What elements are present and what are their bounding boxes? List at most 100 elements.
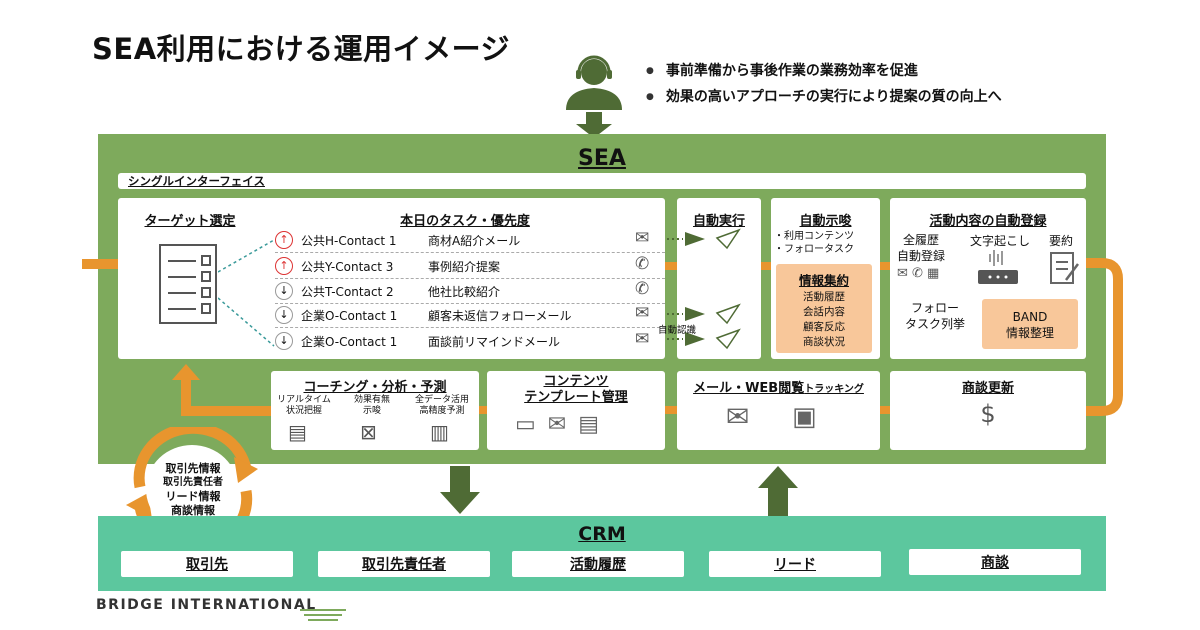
logo-mark	[300, 609, 346, 621]
info-item: 商談状況	[803, 336, 845, 348]
dollar-icon: $	[980, 400, 996, 428]
analytics-icon: ▥	[430, 420, 449, 444]
coaching-panel	[271, 371, 479, 450]
cycle-item: 取引先情報	[165, 462, 221, 475]
crm-object-activities[interactable]: 活動履歴	[512, 551, 684, 577]
task-row[interactable]: ↑ 公共H-Contact 1 商材A紹介メール ✉	[275, 228, 665, 253]
deal-update-panel	[890, 371, 1086, 450]
mail-icon: ✉	[635, 303, 650, 323]
task-name: 商材A紹介メール	[428, 234, 521, 248]
coaching-item: リアルタイム 状況把握	[277, 395, 331, 416]
benefit-list: 事前準備から事後作業の業務効率を促進 効果の高いアプローチの実行により提案の質の…	[646, 58, 1002, 110]
contact-name: 公共Y-Contact 3	[301, 260, 394, 274]
crm-object-label: リード	[774, 557, 816, 573]
up-flow-arrow	[172, 364, 200, 412]
content-title: コンテンツ テンプレート管理	[524, 374, 628, 405]
deal-update-title: 商談更新	[961, 381, 1014, 396]
priority-up-icon: ↑	[275, 231, 293, 249]
coaching-item: 全データ活用 高精度予測	[414, 395, 469, 416]
template-icons: ▭✉▤	[515, 412, 612, 437]
flow-loop	[1086, 258, 1123, 416]
cycle-item: リード情報	[165, 490, 221, 503]
contact-name: 公共T-Contact 2	[301, 285, 394, 299]
transcribe-label: 文字起こし	[970, 234, 1031, 248]
suggest-item: ・利用コンテンツ	[774, 231, 854, 242]
target-selection-title: ターゲット選定	[144, 214, 236, 229]
auto-exec-panel	[677, 198, 761, 359]
priority-up-icon: ↑	[275, 257, 293, 275]
strategy-icon: ⊠	[360, 420, 377, 444]
flow-line	[761, 262, 771, 270]
sync-down-arrow	[440, 466, 480, 514]
flow-line	[479, 406, 487, 414]
auto-exec-title: 自動実行	[692, 214, 745, 229]
gantt-icon: ▤	[288, 420, 307, 444]
crm-object-label: 取引先責任者	[362, 557, 446, 573]
band-label: BAND 情報整理	[1005, 310, 1054, 340]
info-item: 顧客反応	[803, 321, 845, 333]
crm-object-contacts[interactable]: 取引先責任者	[318, 551, 490, 577]
coaching-title: コーチング・分析・予測	[303, 380, 447, 395]
phone-icon: ✆	[635, 254, 650, 274]
info-item: 会話内容	[803, 306, 845, 318]
send-arrows	[667, 228, 741, 350]
tasks-title: 本日のタスク・優先度	[400, 214, 530, 229]
contact-name: 企業O-Contact 1	[301, 309, 398, 323]
flow-line	[665, 406, 677, 414]
cycle-item: 商談情報	[171, 504, 215, 517]
task-name: 顧客未返信フォローメール	[428, 309, 572, 323]
cycle-list: 取引先情報 取引先責任者 リード情報 商談情報	[138, 462, 248, 518]
priority-down-icon: ↓	[275, 306, 293, 324]
sea-label: SEA	[578, 146, 626, 171]
task-row[interactable]: ↓ 企業O-Contact 1 面談前リマインドメール ✉	[275, 329, 665, 353]
suggest-list: ・利用コンテンツ ・フォロータスク	[774, 230, 854, 256]
info-aggregation-box	[776, 264, 872, 353]
summary-label: 要約	[1049, 234, 1074, 248]
tracking-suffix: トラッキング	[804, 384, 864, 395]
single-interface-label: シングルインターフェイス	[128, 174, 265, 188]
tracking-title: メール・WEB閲覧	[693, 381, 805, 396]
flow-line	[880, 262, 890, 270]
cycle-item: 取引先責任者	[163, 477, 223, 488]
single-interface-bar: シングルインターフェイス	[118, 173, 1086, 189]
operator-icon	[566, 55, 622, 110]
content-panel	[487, 371, 665, 450]
page-title: SEA利用における運用イメージ	[92, 32, 511, 66]
info-aggregation-title: 情報集約	[798, 273, 849, 288]
crm-label: CRM	[578, 523, 626, 545]
suggest-item: ・フォロータスク	[774, 244, 854, 255]
contact-name: 公共H-Contact 1	[301, 234, 397, 248]
crm-object-deals[interactable]: 商談	[909, 549, 1081, 575]
band-box	[982, 299, 1078, 349]
mail-icon: ✉	[635, 228, 650, 248]
priority-down-icon: ↓	[275, 332, 293, 350]
down-arrow-icon	[576, 112, 612, 138]
task-row[interactable]: ↑ 公共Y-Contact 3 事例紹介提案 ✆	[275, 254, 665, 279]
company-logo: BRIDGE INTERNATIONAL	[96, 597, 317, 613]
crm-object-leads[interactable]: リード	[709, 551, 881, 577]
info-aggregation-list: 活動履歴 会話内容 顧客反応 商談状況	[776, 290, 872, 350]
history-register-label: 全履歴 自動登録	[897, 233, 946, 263]
crm-object-accounts[interactable]: 取引先	[121, 551, 293, 577]
benefit-item: 事前準備から事後作業の業務効率を促進	[646, 58, 1002, 84]
connector-lines	[218, 239, 275, 347]
auto-register-title: 活動内容の自動登録	[929, 214, 1047, 229]
task-name: 事例紹介提案	[428, 260, 501, 274]
task-name: 他社比較紹介	[428, 285, 501, 299]
flow-line	[181, 406, 271, 416]
phone-icon: ✆	[635, 279, 650, 299]
crm-object-label: 活動履歴	[570, 557, 626, 573]
priority-down-icon: ↓	[275, 282, 293, 300]
task-row[interactable]: ↓ 公共T-Contact 2 他社比較紹介 ✆	[275, 279, 665, 304]
flow-line	[665, 262, 677, 270]
transcribe-icon	[978, 250, 1018, 284]
flow-line	[82, 259, 118, 269]
task-name: 面談前リマインドメール	[428, 335, 561, 349]
mail-open-icon: ✉	[726, 400, 750, 433]
follow-task-label: フォロー タスク列挙	[904, 301, 965, 331]
flow-line	[880, 406, 890, 414]
web-browser-icon: ▣	[792, 402, 817, 432]
contact-name: 企業O-Contact 1	[301, 335, 398, 349]
sync-up-arrow	[758, 466, 798, 516]
task-row[interactable]: ↓ 企業O-Contact 1 顧客未返信フォローメール ✉	[275, 303, 665, 328]
